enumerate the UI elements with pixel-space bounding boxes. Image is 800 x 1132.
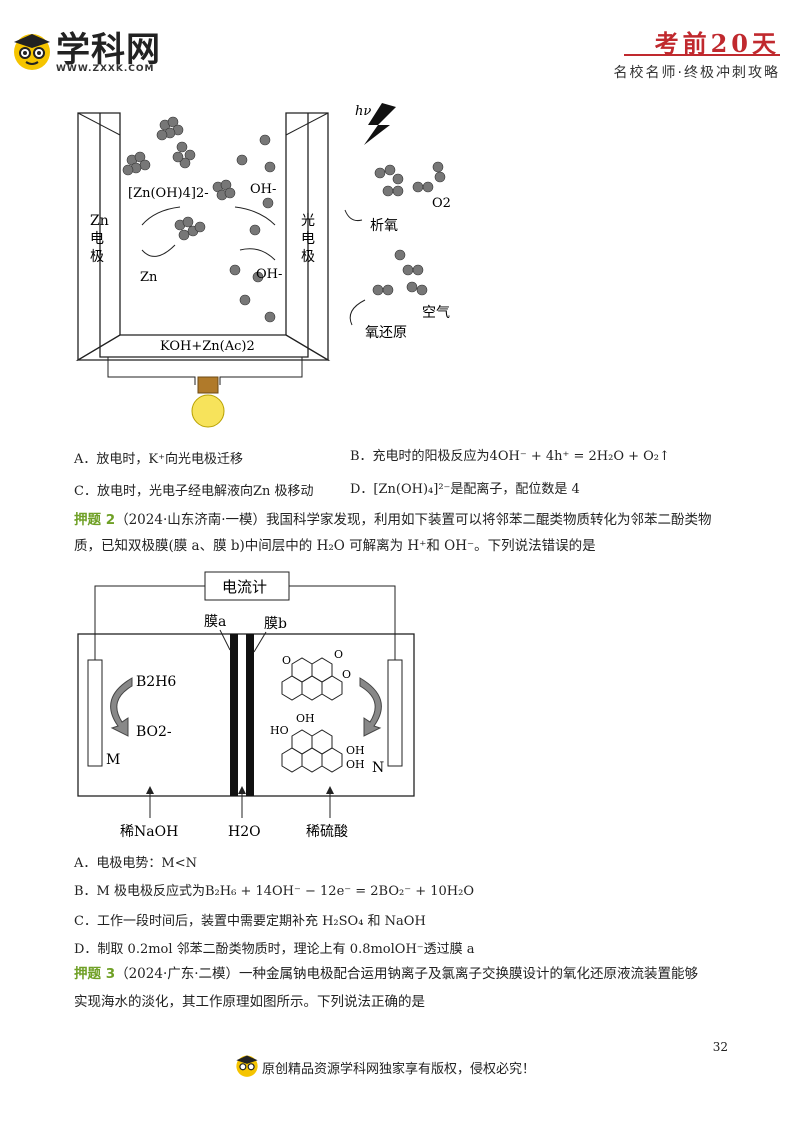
catechol-ho: HO <box>270 724 289 737</box>
bulb-base <box>197 376 219 394</box>
naoh-label: 稀NaOH <box>120 824 178 840</box>
membrane-b <box>246 634 254 796</box>
logo-mascot-icon <box>14 34 50 70</box>
logo-text: 学科网 <box>56 30 161 70</box>
header-slogan: 名校名师·终极冲刺攻略 <box>613 65 780 81</box>
photo-electrode-label-1: 光 <box>301 213 315 229</box>
air-label: 空气 <box>422 305 450 321</box>
o2-label: O2 <box>432 196 451 211</box>
q3-stem: 押题 3（2024·广东·二模）一种金属钠电极配合运用钠离子及氯离子交换膜设计的… <box>74 964 734 985</box>
photo-electrode-label-3: 极 <box>301 249 315 265</box>
footer-copyright: 原创精品资源学科网独家享有版权，侵权必究！ <box>262 1062 536 1077</box>
wire-left <box>107 357 196 385</box>
quinone-o2: O <box>334 648 343 661</box>
header-badge: 考前20天 <box>654 29 780 58</box>
quinone-o1: O <box>282 654 291 667</box>
membrane-b-label: 膜b <box>264 616 287 632</box>
membrane-a <box>230 634 238 796</box>
electrode-n <box>387 659 403 767</box>
galvanometer-box <box>204 571 290 601</box>
q2-option-d: D．制取 0.2mol 邻苯二酚类物质时，理论上有 0.8molOH⁻透过膜 a <box>74 942 475 957</box>
oh-label-bottom: OH- <box>256 267 282 282</box>
figure-bipolar-membrane-cell: 电流计 膜a 膜b B2H6 BO2- M N O O O OH HO OH O… <box>77 571 415 840</box>
catechol-oh3: OH <box>346 758 365 771</box>
electrode-n-label: N <box>372 760 384 776</box>
q3-source: （2024·广东·二模） <box>115 966 240 982</box>
catechol-oh2: OH <box>346 744 365 757</box>
zn-complex-label: [Zn(OH)4]2- <box>128 186 209 201</box>
wire-right <box>289 585 396 660</box>
arrow-oh-right <box>234 206 276 226</box>
q3-stem-line1: 一种金属钠电极配合运用钠离子及氯离子交换膜设计的氧化还原液流装置能够 <box>239 966 699 982</box>
curved-arrow-left-icon <box>110 677 133 737</box>
b2h6-label: B2H6 <box>136 674 176 690</box>
header-divider <box>624 54 780 56</box>
q2-source: （2024·山东济南·一模） <box>115 512 267 528</box>
membrane-a-label: 膜a <box>204 614 226 630</box>
zn-label: Zn <box>140 270 158 285</box>
page-number: 32 <box>712 1040 728 1054</box>
electrode-m-label: M <box>106 752 120 768</box>
arrow-complex-to-zn <box>141 206 181 226</box>
q2-stem: 押题 2（2024·山东济南·一模）我国科学家发现，利用如下装置可以将邻苯二醌类… <box>74 510 734 531</box>
q2-stem-line1: 我国科学家发现，利用如下装置可以将邻苯二醌类物质转化为邻苯二酚类物 <box>266 512 712 528</box>
electrode-m <box>87 659 103 767</box>
q1-option-b: B．充电时的阳极反应为4OH⁻ + 4h⁺ = 2H₂O + O₂↑ <box>350 449 670 464</box>
cell-container <box>99 113 309 358</box>
zn-electrode-label-1: Zn <box>90 213 109 229</box>
q1-option-c: C．放电时，光电子经电解液向Zn 极移动 <box>74 484 314 499</box>
arrow-zn-to-complex <box>141 244 176 257</box>
q1-option-d: D．[Zn(OH)₄]²⁻是配离子，配位数是 4 <box>350 482 580 497</box>
wire-right <box>219 357 303 385</box>
zn-electrode-label-3: 极 <box>90 249 104 265</box>
q2-option-c: C．工作一段时间后，装置中需要定期补充 H₂SO₄ 和 NaOH <box>74 914 426 929</box>
arrow-oxygen-evolution <box>344 209 363 221</box>
h2so4-label: 稀硫酸 <box>306 824 348 840</box>
lightning-icon <box>364 103 396 145</box>
catechol-oh1: OH <box>296 712 315 725</box>
quinone-o3: O <box>342 668 351 681</box>
q1-option-a: A．放电时，K⁺向光电极迁移 <box>74 452 243 467</box>
oxygen-reduction-label: 氧还原 <box>365 325 407 341</box>
curved-arrow-right-icon <box>359 677 382 737</box>
footer-mascot-icon <box>236 1055 258 1077</box>
arrow-oh-left <box>239 248 276 261</box>
oh-label-top: OH- <box>250 182 276 197</box>
q3-stem-line2: 实现海水的淡化，其工作原理如图所示。下列说法正确的是 <box>74 994 425 1010</box>
wire-left <box>94 585 205 660</box>
q3-tag: 押题 3 <box>74 966 116 982</box>
light-bulb-icon <box>191 394 225 428</box>
quinone-molecule <box>281 657 343 701</box>
arrow-oxygen-reduction <box>349 299 366 326</box>
figure-zn-photo-battery: Zn 电 极 光 电 极 [Zn(OH)4]2- OH- OH- Zn KOH+… <box>75 103 451 428</box>
bo2-label: BO2- <box>136 724 172 740</box>
catechol-molecule <box>281 729 343 773</box>
logo-url: WWW.ZXXK.COM <box>56 64 155 74</box>
galvanometer-label: 电流计 <box>222 578 267 596</box>
electrolyte-label: KOH+Zn(Ac)2 <box>160 339 255 354</box>
zn-electrode-label-2: 电 <box>90 231 104 247</box>
h2o-label: H2O <box>228 824 261 840</box>
q2-stem-line2: 质，已知双极膜(膜 a、膜 b)中间层中的 H₂O 可解离为 H⁺和 OH⁻。下… <box>74 538 596 554</box>
q2-option-a: A．电极电势：M<N <box>74 856 197 871</box>
photo-electrode-label-2: 电 <box>301 231 315 247</box>
q2-tag: 押题 2 <box>74 512 116 528</box>
q2-option-b: B．M 极电极反应式为B₂H₆ + 14OH⁻ − 12e⁻ = 2BO₂⁻ +… <box>74 884 474 899</box>
hv-label: hν <box>355 104 371 119</box>
oxygen-evolution-label: 析氧 <box>370 218 398 234</box>
